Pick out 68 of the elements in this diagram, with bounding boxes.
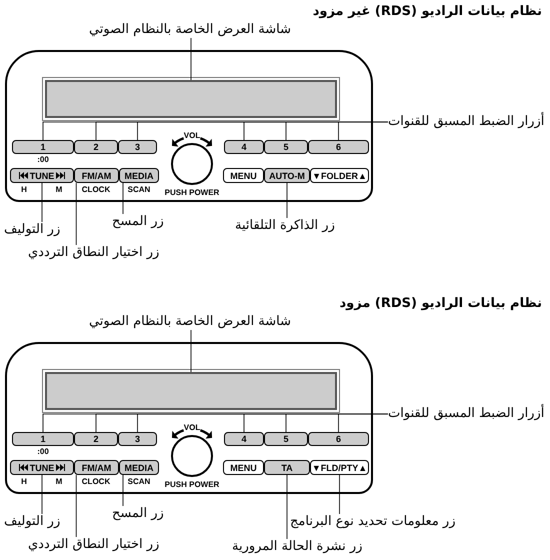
leader-line xyxy=(286,182,288,218)
display-screen xyxy=(45,80,337,118)
preset-button: 4 xyxy=(224,140,264,154)
callout-label: أزرار الضبط المسبق للقنوات xyxy=(388,406,544,422)
callout-label: زر المسح xyxy=(112,214,164,230)
sub-label: H xyxy=(21,477,27,487)
callout-label: زر معلومات تحديد نوع البرنامج xyxy=(290,514,456,530)
section-heading: نظام بيانات الراديو (RDS) غير مزود xyxy=(312,4,542,19)
sub-label: SCAN xyxy=(128,185,150,195)
leader-line xyxy=(338,414,388,432)
band-button: FM/AM xyxy=(74,168,119,183)
leader-line xyxy=(338,122,388,140)
preset-button: 6 xyxy=(308,432,369,446)
leader-line xyxy=(339,474,340,514)
callout-label: زر الذاكرة التلقائية xyxy=(235,218,335,234)
leader-line xyxy=(286,474,288,540)
preset-button: 1 xyxy=(12,140,74,154)
sub-label: H xyxy=(21,185,27,195)
function-button: TA xyxy=(264,460,310,475)
sub-label: CLOCK xyxy=(82,185,110,195)
folder-button: ▼FOLDER▲ xyxy=(310,168,369,183)
preset-button: 2 xyxy=(74,140,118,154)
callout-label: أزرار الضبط المسبق للقنوات xyxy=(388,114,544,130)
callout-label: زر اختيار النطاق الترددي xyxy=(28,537,160,553)
menu-button: MENU xyxy=(223,460,264,475)
radio-faceplate xyxy=(5,342,373,494)
callout-label: زر التوليف xyxy=(4,514,60,530)
media-button: MEDIA xyxy=(119,460,159,475)
preset-button: 5 xyxy=(264,140,308,154)
sub-label: VOL xyxy=(184,131,200,141)
leader-line xyxy=(76,474,77,538)
preset-button: 3 xyxy=(118,432,157,446)
folder-button: ▼FLD/PTY▲ xyxy=(310,460,369,475)
function-button: AUTO-M xyxy=(264,168,310,183)
callout-label: زر التوليف xyxy=(4,222,60,238)
section-heading: نظام بيانات الراديو (RDS) مزود xyxy=(340,296,542,311)
sub-label: VOL xyxy=(184,423,200,433)
preset-button: 3 xyxy=(118,140,157,154)
sub-label: PUSH POWER xyxy=(164,480,220,490)
leader-line xyxy=(190,38,192,80)
tune-button: TUNE xyxy=(10,460,74,475)
callout-label: شاشة العرض الخاصة بالنظام الصوتي xyxy=(88,314,292,330)
sub-label: SCAN xyxy=(128,477,150,487)
sub-label: :00 xyxy=(37,155,49,165)
menu-button: MENU xyxy=(223,168,264,183)
preset-button: 6 xyxy=(308,140,369,154)
callout-label: زر نشرة الحالة المرورية xyxy=(232,539,362,555)
leader-line xyxy=(122,182,124,214)
sub-label: M xyxy=(56,477,62,487)
sub-label: CLOCK xyxy=(82,477,110,487)
leader-line xyxy=(190,330,192,372)
radio-faceplate xyxy=(5,50,373,202)
band-button: FM/AM xyxy=(74,460,119,475)
leader-line xyxy=(76,182,77,246)
sub-label: :00 xyxy=(37,447,49,457)
media-button: MEDIA xyxy=(119,168,159,183)
leader-line xyxy=(122,474,124,506)
preset-button: 4 xyxy=(224,432,264,446)
tune-button: TUNE xyxy=(10,168,74,183)
callout-label: زر المسح xyxy=(112,506,164,522)
sub-label: M xyxy=(56,185,62,195)
preset-button: 1 xyxy=(12,432,74,446)
preset-button: 5 xyxy=(264,432,308,446)
display-screen xyxy=(45,372,337,410)
preset-button: 2 xyxy=(74,432,118,446)
callout-label: زر اختيار النطاق الترددي xyxy=(28,245,160,261)
callout-label: شاشة العرض الخاصة بالنظام الصوتي xyxy=(88,22,292,38)
sub-label: PUSH POWER xyxy=(164,188,220,198)
